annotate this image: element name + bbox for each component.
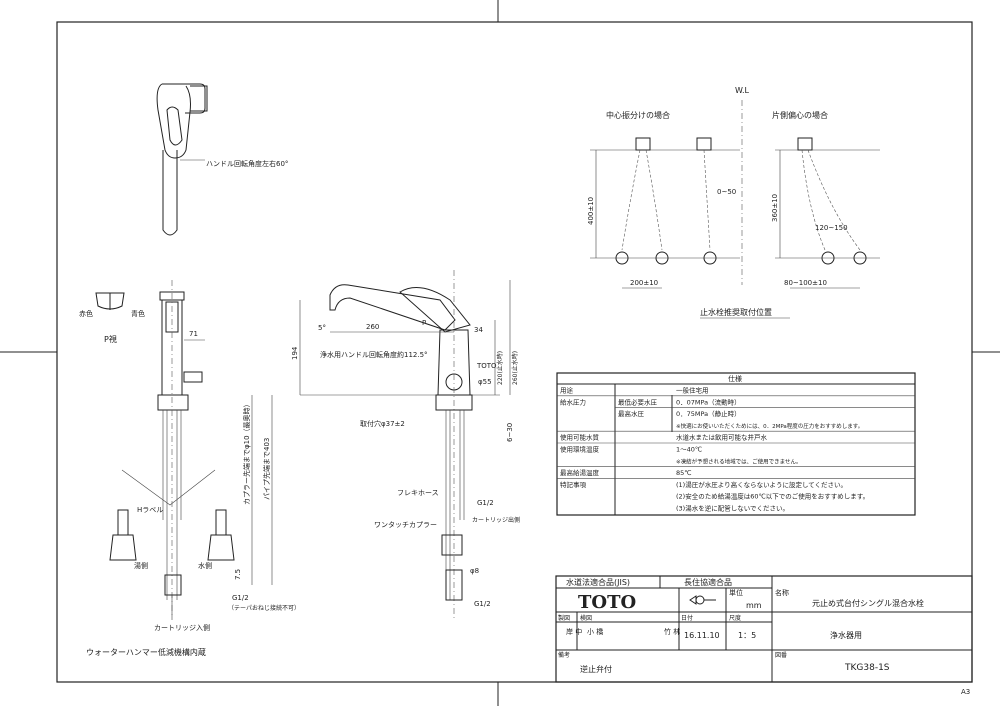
spec-cell-k2: 最高水圧 [618, 409, 645, 418]
p-arrow-label: P [422, 319, 426, 327]
product-name: 元止め式台付シングル混合水栓 [812, 598, 924, 608]
dim-200-label: 200±10 [630, 279, 658, 287]
checked-label: 検図 [580, 614, 592, 622]
dim-8-label: φ8 [470, 567, 479, 575]
one-touch-label: ワンタッチカプラー [374, 520, 437, 529]
hot-side-label: 湯側 [134, 561, 148, 570]
handle-angle-label: ハンドル回転角度左右60° [206, 159, 288, 168]
h-label: Hラベル [137, 506, 163, 514]
valve-position-diagram: W.L 中心振分けの場合 片側偏心の場合 400±10 0~50 200±10 … [587, 86, 880, 319]
dim-260-label: 260 [366, 323, 379, 331]
valve-position-label: 止水栓推奨取付位置 [700, 307, 772, 317]
name-label: 名称 [775, 588, 789, 597]
dim-050-label: 0~50 [717, 188, 736, 196]
one-side-label: 片側偏心の場合 [772, 110, 828, 120]
red-label: 赤色 [79, 309, 93, 318]
dim-120150-label: 120~150 [815, 224, 848, 232]
note-value: 逆止弁付 [580, 664, 612, 674]
cartridge-out-label: カートリッジ出側 [472, 516, 520, 524]
spec-cell-v: (3)湯水を逆に配管しないでください。 [676, 504, 789, 513]
dim-80100-label: 80~100±10 [784, 279, 827, 287]
g12-left-label: G1/2 [232, 594, 249, 602]
taper-note-label: （テーパおねじ接続不可） [228, 604, 300, 612]
drawing-no-label: 図番 [775, 652, 787, 659]
title-block: 水道法適合品(JIS) 長住協適合品 TOTO 単位 mm 名称 元止め式台付シ… [555, 575, 973, 683]
spec-cell-v: (2)安全のため給湯温度は60℃以下でのご使用をおすすめします。 [676, 492, 869, 501]
scale-label: 尺度 [729, 614, 741, 622]
dim-194-label: 194 [291, 346, 299, 360]
dim-260b-label: 260(止水時) [511, 351, 519, 385]
spec-cell-v: ※快適にお使いいただくためには、0．2MPa程度の圧力をおすすめします。 [676, 422, 863, 430]
front-view: 赤色 青色 P視 71 Hラベル 湯側 水側 カートリッジ入側 カプラー先端まで… [79, 280, 300, 657]
dim-360-label: 360±10 [771, 194, 779, 222]
dim-55-label: φ55 [478, 378, 492, 386]
spec-cell-k1: 給水圧力 [560, 397, 586, 406]
spec-cell-k2: 最低必要水圧 [618, 397, 658, 406]
scale-value: 1：5 [738, 631, 756, 640]
date-label: 日付 [681, 614, 693, 622]
spec-cell-k1: 特記事項 [560, 480, 587, 489]
spec-cell-k1: 最高給湯温度 [560, 468, 600, 477]
cartridge-in-label: カートリッジ入側 [154, 623, 210, 632]
coupler-len-label: カプラー先端までφ10（最奥時） [242, 400, 251, 505]
unit-value: mm [746, 601, 762, 610]
purifier-angle-label: 浄水用ハンドル回転角度約112.5° [320, 350, 428, 359]
pipe-len-label: パイプ先端まで403 [262, 438, 271, 500]
dim-71-label: 71 [189, 330, 198, 338]
chozai-label: 長住協適合品 [684, 577, 732, 587]
mount-hole-label: 取付穴φ37±2 [360, 419, 405, 428]
dim-630-label: 6~30 [506, 423, 514, 442]
toto-mark-label: TOTO [476, 362, 497, 370]
handle-top-view: ハンドル回転角度左右60° [156, 83, 288, 236]
wl-label: W.L [735, 86, 750, 95]
jis-label: 水道法適合品(JIS) [566, 577, 630, 587]
toto-logo: TOTO [578, 592, 636, 613]
p-view-label: P視 [104, 335, 117, 344]
spec-cell-v: ※凍結が予想される地域では、ご使用できません。 [676, 457, 801, 465]
spec-cell-k1: 用途 [560, 386, 574, 395]
side-view: 194 260 5° P 34 浄水用ハンドル回転角度約112.5° TOTO … [291, 270, 520, 620]
spec-cell-v: 85℃ [676, 469, 692, 477]
dim-400-label: 400±10 [587, 197, 595, 225]
water-hammer-label: ウォーターハンマー低減機構内蔵 [86, 647, 206, 657]
note-label: 備考 [558, 651, 570, 659]
flex-hose-label: フレキホース [397, 489, 439, 497]
center-split-label: 中心振分けの場合 [606, 110, 670, 120]
dim-75-label: 7.5 [234, 569, 242, 580]
drawing-no: TKG38-1S [844, 663, 890, 673]
spec-cell-v: 0．07MPa（流動時） [676, 397, 741, 406]
sub-name: 浄水器用 [830, 630, 862, 640]
date-value: 16.11.10 [684, 631, 720, 640]
spec-cell-v: 一般住宅用 [676, 386, 709, 395]
sheet-size-label: A3 [961, 688, 970, 696]
drawn-by: 岸 中 [566, 627, 582, 636]
drawn-label: 製図 [558, 614, 570, 622]
spec-cell-v: 水道水または飲用可能な井戸水 [676, 433, 768, 442]
dim-220-label: 220(止水時) [496, 351, 504, 385]
cold-side-label: 水側 [198, 561, 212, 570]
g12-mid-label: G1/2 [477, 499, 494, 507]
spec-cell-v: (1)湯圧が水圧より高くならないように設定してください。 [676, 480, 847, 489]
spec-title: 仕様 [728, 374, 742, 383]
g12-bottom-label: G1/2 [474, 600, 491, 608]
dim-34-label: 34 [474, 326, 483, 334]
checked-by: 小 橋 [587, 627, 603, 636]
spec-cell-v: 1～40℃ [676, 446, 702, 454]
spec-cell-v: 0．75MPa（静止時） [676, 409, 741, 418]
spec-cell-k1: 使用可能水質 [560, 433, 600, 442]
spec-cell-k1: 使用環境温度 [560, 445, 600, 454]
angle-5-label: 5° [318, 324, 326, 332]
approved-by: 竹 林 [664, 627, 680, 636]
blue-label: 青色 [131, 309, 145, 318]
unit-label: 単位 [729, 588, 743, 597]
